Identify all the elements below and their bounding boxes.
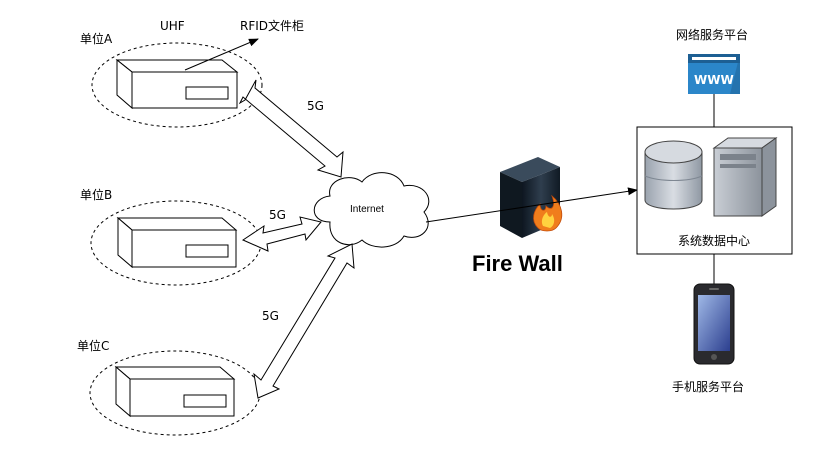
unit-a-label: 单位A: [80, 31, 113, 46]
unit-b: 单位B: [80, 187, 262, 286]
link-unit-b-internet-arrow: [241, 216, 322, 252]
firewall-label: Fire Wall: [472, 251, 563, 276]
smartphone-icon: [693, 283, 735, 365]
server-icon: [712, 137, 778, 217]
data-center: 系统数据中心: [636, 126, 793, 255]
link-unit-a-internet-arrow: [238, 79, 344, 178]
link-unit-b-5g-label: 5G: [269, 208, 286, 222]
web-platform-label: 网络服务平台: [676, 27, 748, 42]
link-unit-a-5g-label: 5G: [307, 99, 324, 113]
internet-cloud: Internet: [313, 172, 430, 248]
internet-label: Internet: [350, 204, 384, 215]
link-unit-c-5g-label: 5G: [262, 309, 279, 323]
uhf-label: UHF: [160, 19, 185, 33]
mobile-platform-label: 手机服务平台: [672, 379, 744, 394]
unit-a: 单位A: [80, 31, 263, 128]
unit-c: 单位C: [77, 338, 261, 436]
unit-c-label: 单位C: [77, 338, 109, 353]
database-icon: [644, 140, 703, 210]
unit-a-device-icon: [115, 58, 239, 110]
data-center-label: 系统数据中心: [678, 233, 750, 248]
internet-to-datacenter-arrow: [425, 187, 638, 223]
unit-b-device-icon: [116, 216, 238, 269]
unit-c-device-icon: [114, 365, 236, 418]
link-unit-c-internet-arrow: [253, 243, 355, 399]
firewall-icon: [500, 157, 563, 238]
www-icon-text: WWW: [694, 73, 734, 87]
rfid-cabinet-label: RFID文件柜: [240, 18, 304, 33]
unit-b-label: 单位B: [80, 187, 112, 202]
web-browser-icon: WWW: [688, 54, 740, 94]
unit-a-boundary: [91, 42, 263, 128]
uhf-signal-arrow: [184, 38, 259, 71]
